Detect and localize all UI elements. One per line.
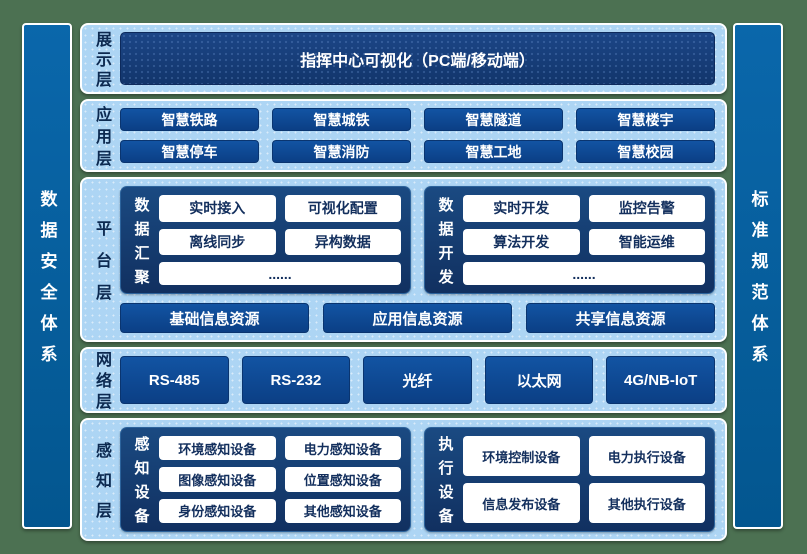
app-item-smart-parking: 智慧停车 <box>120 140 259 163</box>
app-item-smart-building: 智慧楼宇 <box>576 108 715 131</box>
platform-layer-band: 平台层 数据汇聚 实时接入 可视化配置 离线同步 异构数据 ...... <box>80 177 727 342</box>
perception-layer-content: 感知设备 环境感知设备 电力感知设备 图像感知设备 位置感知设备 身份感知设备 … <box>120 420 725 539</box>
resource-basic-info: 基础信息资源 <box>120 303 309 333</box>
execution-item-other-exec: 其他执行设备 <box>588 483 705 523</box>
app-item-smart-railway: 智慧铁路 <box>120 108 259 131</box>
app-item-smart-campus: 智慧校园 <box>576 140 715 163</box>
data-aggregation-label-col: 数据汇聚 <box>130 195 152 293</box>
resource-app-info: 应用信息资源 <box>323 303 512 333</box>
platform-layer-label-col: 平台层 <box>82 179 120 340</box>
application-layer-content: 智慧铁路 智慧城铁 智慧隧道 智慧楼宇 智慧停车 智慧消防 智慧工地 智慧校园 <box>120 101 725 170</box>
display-layer-band: 展示层 指挥中心可视化（PC端/移动端） <box>80 23 727 94</box>
data-development-label-col: 数据开发 <box>434 195 456 293</box>
execution-item-env-control: 环境控制设备 <box>463 436 580 476</box>
sensing-devices-grid: 环境感知设备 电力感知设备 图像感知设备 位置感知设备 身份感知设备 其他感知设… <box>159 436 401 523</box>
data-security-system-label: 数据安全体系 <box>37 190 57 376</box>
standard-spec-system-bar: 标准规范体系 <box>733 23 783 529</box>
execution-devices-label: 执行设备 <box>436 436 454 532</box>
execution-devices-group: 执行设备 环境控制设备 电力执行设备 信息发布设备 其他执行设备 <box>424 427 715 532</box>
perception-layer-label: 感知层 <box>93 441 110 532</box>
sensing-item-other: 其他感知设备 <box>284 498 401 523</box>
sensing-item-environment: 环境感知设备 <box>159 436 276 461</box>
platform-layer-label: 平台层 <box>93 219 110 316</box>
sensing-item-power: 电力感知设备 <box>284 436 401 461</box>
perception-layer-label-col: 感知层 <box>82 420 120 539</box>
execution-item-info-publish: 信息发布设备 <box>463 483 580 523</box>
network-item-4g-nbiot: 4G/NB-IoT <box>606 356 715 404</box>
data-aggregation-grid: 实时接入 可视化配置 离线同步 异构数据 ...... <box>159 195 401 285</box>
platform-item-algorithm-dev: 算法开发 <box>463 228 580 256</box>
network-layer-band: 网络层 RS-485 RS-232 光纤 以太网 4G/NB-IoT <box>80 347 727 414</box>
information-resources-row: 基础信息资源 应用信息资源 共享信息资源 <box>120 303 715 333</box>
network-item-ethernet: 以太网 <box>484 356 594 404</box>
execution-item-power-exec: 电力执行设备 <box>588 436 705 476</box>
data-security-system-bar: 数据安全体系 <box>22 23 72 529</box>
display-layer-label: 展示层 <box>93 30 110 91</box>
platform-item-offline-sync: 离线同步 <box>159 228 276 256</box>
sensing-item-location: 位置感知设备 <box>284 467 401 492</box>
app-item-smart-fire: 智慧消防 <box>272 140 411 163</box>
network-layer-content: RS-485 RS-232 光纤 以太网 4G/NB-IoT <box>120 349 725 411</box>
standard-spec-system-label: 标准规范体系 <box>748 190 768 376</box>
application-layer-label-col: 应用层 <box>82 101 120 172</box>
execution-devices-grid: 环境控制设备 电力执行设备 信息发布设备 其他执行设备 <box>463 436 705 523</box>
platform-item-realtime-dev: 实时开发 <box>463 195 580 222</box>
platform-item-realtime-access: 实时接入 <box>159 195 276 222</box>
network-item-rs485: RS-485 <box>120 356 229 404</box>
application-layer-label: 应用层 <box>93 105 110 172</box>
network-grid: RS-485 RS-232 光纤 以太网 4G/NB-IoT <box>120 356 715 404</box>
execution-devices-label-col: 执行设备 <box>434 436 456 532</box>
sensing-devices-label: 感知设备 <box>132 436 150 532</box>
layer-stack: 展示层 指挥中心可视化（PC端/移动端） 应用层 智慧铁路 智慧城铁 智慧隧道 … <box>80 23 727 541</box>
perception-layer-band: 感知层 感知设备 环境感知设备 电力感知设备 图像感知设备 位置感知设备 身份感… <box>80 418 727 541</box>
platform-item-heterogeneous: 异构数据 <box>284 228 401 256</box>
data-development-grid: 实时开发 监控告警 算法开发 智能运维 ...... <box>463 195 705 285</box>
data-development-label: 数据开发 <box>436 196 454 293</box>
sensing-item-identity: 身份感知设备 <box>159 498 276 523</box>
platform-layer-content: 数据汇聚 实时接入 可视化配置 离线同步 异构数据 ...... 数据开发 <box>120 179 725 340</box>
network-item-fiber: 光纤 <box>363 356 472 404</box>
network-layer-label-col: 网络层 <box>82 349 120 414</box>
platform-item-more-aggregation: ...... <box>159 262 401 285</box>
sensing-item-image: 图像感知设备 <box>159 467 276 492</box>
data-development-group: 数据开发 实时开发 监控告警 算法开发 智能运维 ...... <box>424 186 715 294</box>
application-grid: 智慧铁路 智慧城铁 智慧隧道 智慧楼宇 智慧停车 智慧消防 智慧工地 智慧校园 <box>120 108 715 163</box>
network-item-rs232: RS-232 <box>241 356 351 404</box>
data-aggregation-group: 数据汇聚 实时接入 可视化配置 离线同步 异构数据 ...... <box>120 186 411 294</box>
sensing-devices-group: 感知设备 环境感知设备 电力感知设备 图像感知设备 位置感知设备 身份感知设备 … <box>120 427 411 532</box>
app-item-smart-metro: 智慧城铁 <box>272 108 411 131</box>
platform-item-smart-ops: 智能运维 <box>588 228 705 256</box>
platform-item-visual-config: 可视化配置 <box>284 195 401 222</box>
command-center-visualization-bar: 指挥中心可视化（PC端/移动端） <box>120 32 715 85</box>
resource-shared-info: 共享信息资源 <box>526 303 715 333</box>
platform-groups: 数据汇聚 实时接入 可视化配置 离线同步 异构数据 ...... 数据开发 <box>120 186 715 294</box>
platform-item-monitor-alert: 监控告警 <box>588 195 705 222</box>
display-layer-content: 指挥中心可视化（PC端/移动端） <box>120 25 725 92</box>
sensing-devices-label-col: 感知设备 <box>130 436 152 532</box>
app-item-smart-tunnel: 智慧隧道 <box>424 108 563 131</box>
network-layer-label: 网络层 <box>93 351 110 414</box>
platform-item-more-development: ...... <box>463 262 705 285</box>
data-aggregation-label: 数据汇聚 <box>132 196 150 293</box>
display-layer-label-col: 展示层 <box>82 25 120 92</box>
application-layer-band: 应用层 智慧铁路 智慧城铁 智慧隧道 智慧楼宇 智慧停车 智慧消防 智慧工地 智… <box>80 99 727 172</box>
app-item-smart-site: 智慧工地 <box>424 140 563 163</box>
